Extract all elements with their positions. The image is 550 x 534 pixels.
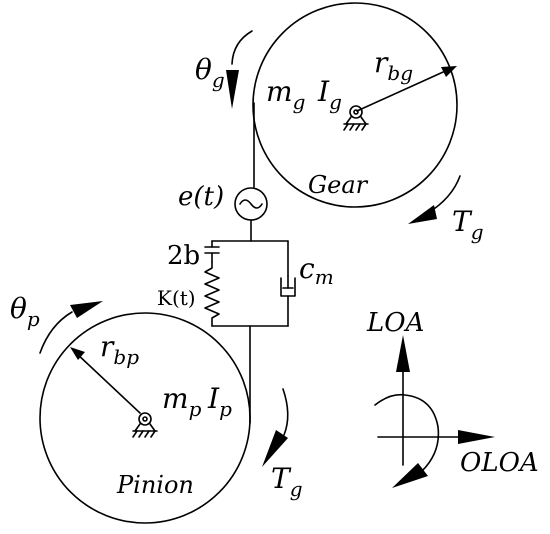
- gear-base-circle: [252, 2, 458, 208]
- gear-inertia-label: Ig: [317, 75, 342, 114]
- pinion-angle-arrow: [39, 301, 103, 354]
- gear-angle-arrow: [226, 30, 253, 109]
- pinion-name-label: Pinion: [116, 471, 194, 499]
- pinion-angle-label: θp: [10, 292, 40, 331]
- pinion-torque-arrow: [262, 388, 289, 467]
- gear-pivot-icon: [343, 105, 369, 131]
- backlash-gap-icon: [204, 240, 220, 263]
- pinion-torque-label: Tg: [271, 462, 303, 501]
- gear-name-label: Gear: [308, 171, 369, 199]
- gear-torque-label: Tg: [452, 205, 484, 244]
- error-label: e(t): [178, 182, 224, 212]
- pinion-body: [39, 312, 251, 524]
- gear-torque-arrowhead: [408, 205, 437, 224]
- oloa-label: OLOA: [460, 448, 539, 478]
- loa-axis: [396, 335, 410, 466]
- gear-mass-label: mg: [266, 75, 305, 114]
- stiffness-spring-icon: [204, 261, 220, 327]
- stiffness-label: K(t): [157, 286, 196, 310]
- damper-icon: [280, 275, 296, 297]
- pinion-radius-arrowhead: [70, 347, 85, 360]
- pinion-base-circle: [39, 312, 251, 524]
- error-source-icon: [234, 187, 268, 221]
- pinion-mass-label: mp: [162, 382, 202, 421]
- rotation-direction-arrow: [374, 393, 440, 488]
- pinion-radius-label: rbp: [100, 330, 139, 369]
- loa-label: LOA: [366, 308, 424, 338]
- oloa-axis: [377, 430, 495, 444]
- gear-angle-label: θg: [195, 53, 225, 92]
- gear-radius-arrowhead: [441, 66, 457, 77]
- damping-label: cm: [299, 252, 334, 289]
- pinion-pivot-icon: [132, 412, 158, 438]
- gear-radius-line: [356, 67, 453, 112]
- gear-radius-label: rbg: [374, 46, 413, 85]
- backlash-label: 2b: [167, 241, 200, 271]
- gear-body: [252, 2, 461, 224]
- pinion-radius-line: [74, 351, 141, 414]
- pinion-inertia-label: Ip: [207, 382, 232, 421]
